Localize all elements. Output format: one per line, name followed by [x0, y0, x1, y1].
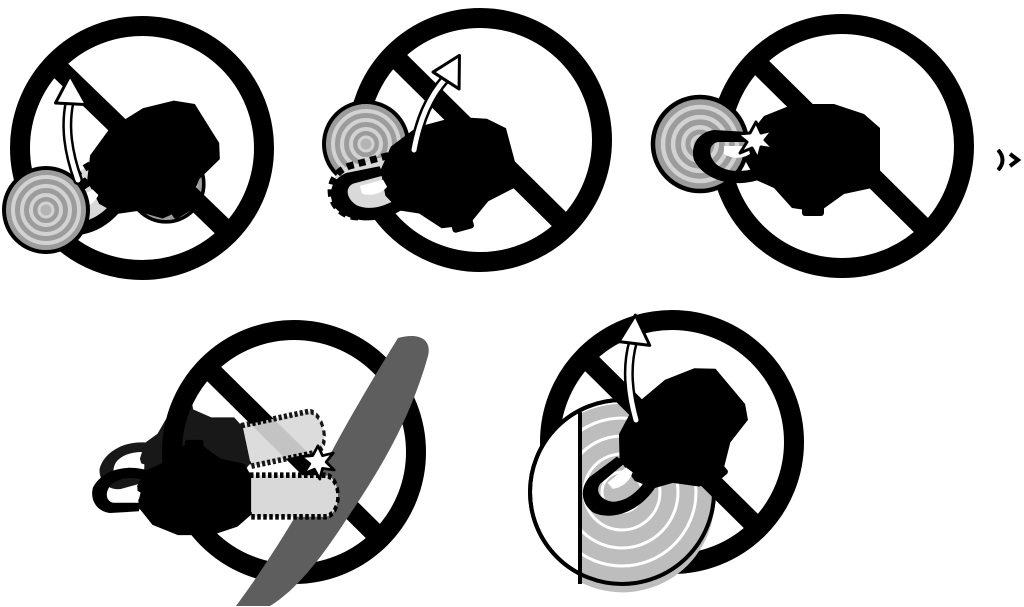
panel-pull-in-impact	[653, 24, 1018, 268]
panel-kickback-upward-tip	[319, 18, 602, 262]
panel-kickback-cut-log	[530, 314, 794, 593]
motion-marks-icon	[998, 150, 1018, 170]
panel-pinch-pushback	[89, 330, 428, 606]
panel-kickback-tip-contact	[4, 26, 264, 278]
